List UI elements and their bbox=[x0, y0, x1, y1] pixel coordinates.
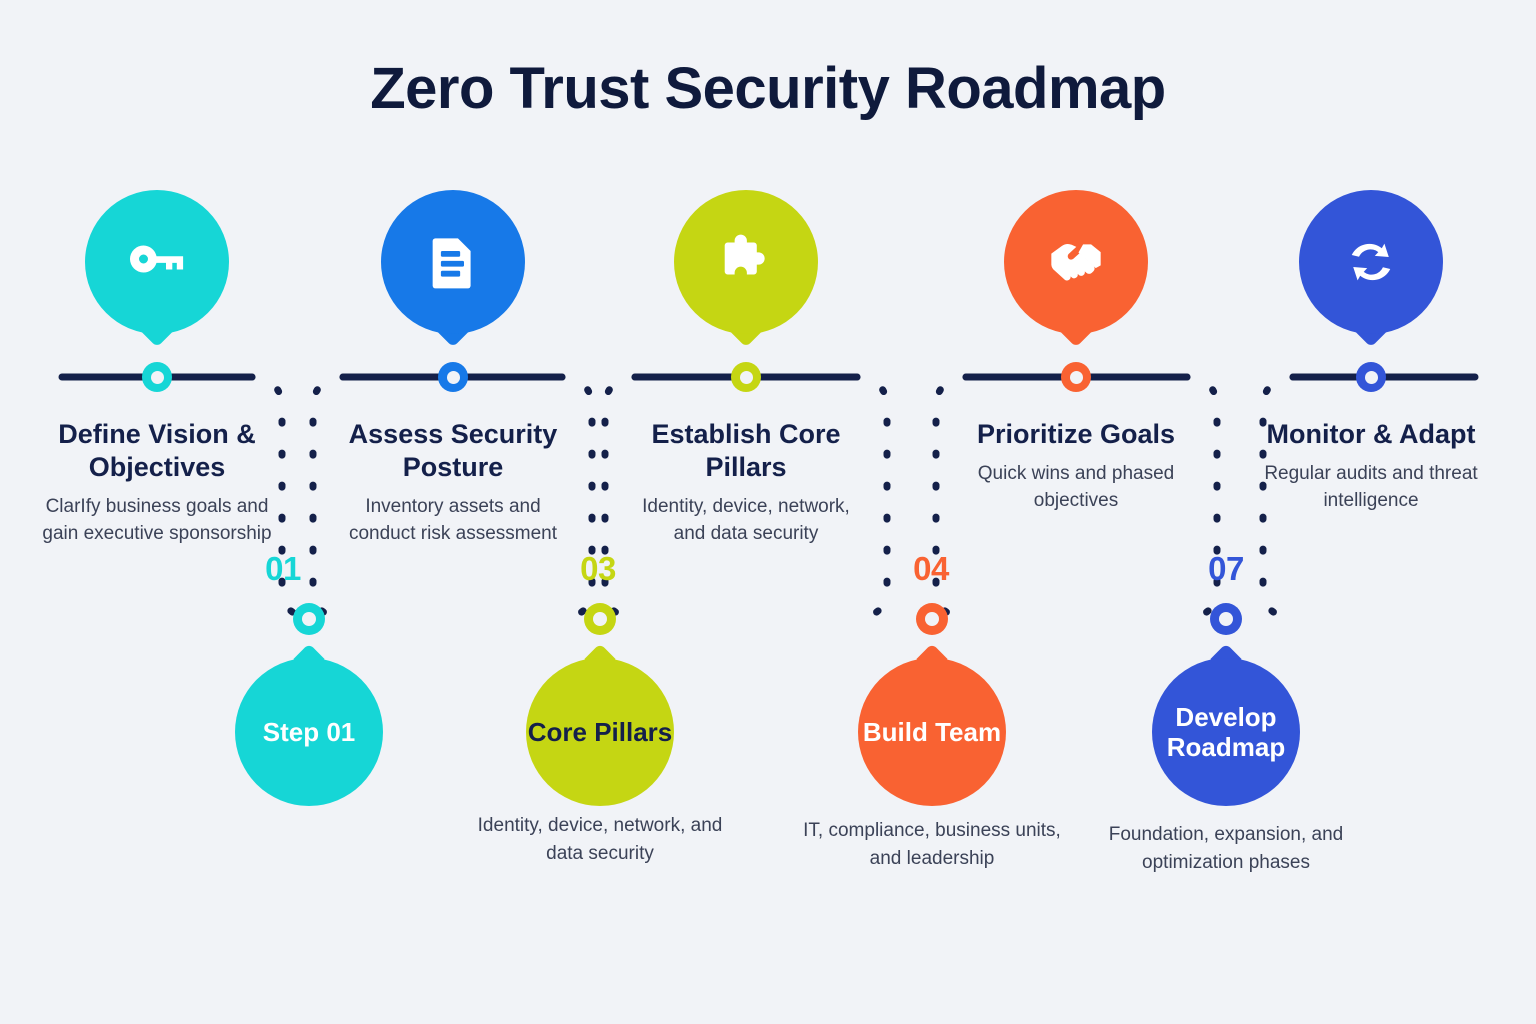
node-ring-5 bbox=[1356, 362, 1386, 392]
bubble-disc: Core Pillars bbox=[526, 658, 674, 806]
pin-disc bbox=[1004, 190, 1148, 334]
page-title: Zero Trust Security Roadmap bbox=[370, 56, 1166, 121]
bubble-disc: Step 01 bbox=[235, 658, 383, 806]
bubble-disc: Build Team bbox=[858, 658, 1006, 806]
step-badge-2[interactable] bbox=[381, 190, 525, 348]
bubble-ring-1 bbox=[293, 603, 325, 635]
step-heading: Monitor & Adapt bbox=[1266, 419, 1476, 449]
pin-disc bbox=[85, 190, 229, 334]
step-number-03: 03 bbox=[580, 550, 616, 587]
step-body: Inventory assets and conduct risk assess… bbox=[348, 495, 558, 544]
node-ring-2 bbox=[438, 362, 468, 392]
bubble-label: Core Pillars bbox=[527, 716, 673, 747]
step-column-5: Monitor & Adapt Regular audits and threa… bbox=[1256, 418, 1486, 515]
outcome-bubble-3[interactable]: Build Team bbox=[858, 643, 1006, 806]
step-heading: Assess Security Posture bbox=[348, 419, 558, 482]
step-heading: Establish Core Pillars bbox=[651, 419, 841, 482]
outcome-bubble-2[interactable]: Core Pillars bbox=[526, 643, 674, 806]
step-heading: Prioritize Goals bbox=[976, 419, 1176, 449]
pin-disc bbox=[674, 190, 818, 334]
key-icon bbox=[130, 245, 184, 273]
step-column-4: Prioritize Goals Quick wins and phased o… bbox=[961, 418, 1191, 515]
document-icon bbox=[432, 238, 471, 289]
refresh-icon bbox=[1351, 243, 1391, 281]
bubble-ring-2 bbox=[584, 603, 616, 635]
outcome-caption-2: Identity, device, network, and data secu… bbox=[477, 815, 723, 864]
step-badge-4[interactable] bbox=[1004, 190, 1148, 348]
step-body: Quick wins and phased objectives bbox=[977, 462, 1175, 511]
step-badge-3[interactable] bbox=[674, 190, 818, 348]
bubble-ring-4 bbox=[1210, 603, 1242, 635]
step-body: Identity, device, network, and data secu… bbox=[642, 495, 850, 544]
node-ring-4 bbox=[1061, 362, 1091, 392]
step-column-1: Define Vision & Objectives ClarIfy busin… bbox=[42, 418, 272, 548]
bubble-ring-3 bbox=[916, 603, 948, 635]
pin-disc bbox=[381, 190, 525, 334]
step-heading: Define Vision & Objectives bbox=[58, 419, 256, 482]
bubble-label: Develop Roadmap bbox=[1166, 701, 1286, 762]
outcome-bubble-4[interactable]: Develop Roadmap bbox=[1152, 643, 1300, 806]
step-number-01: 01 bbox=[265, 550, 301, 587]
step-column-3: Establish Core Pillars Identity, device,… bbox=[631, 418, 861, 548]
bubble-disc: Develop Roadmap bbox=[1152, 658, 1300, 806]
step-body: Regular audits and threat intelligence bbox=[1264, 462, 1478, 511]
bubble-label: Step 01 bbox=[262, 716, 356, 747]
bubble-label: Build Team bbox=[862, 716, 1002, 747]
step-badge-5[interactable] bbox=[1299, 190, 1443, 348]
node-ring-3 bbox=[731, 362, 761, 392]
node-ring-1 bbox=[142, 362, 172, 392]
puzzle-icon bbox=[724, 234, 765, 275]
step-number-04: 04 bbox=[913, 550, 949, 587]
step-body: ClarIfy business goals and gain executiv… bbox=[42, 495, 272, 544]
step-column-2: Assess Security Posture Inventory assets… bbox=[338, 418, 568, 548]
outcome-caption-3: IT, compliance, business units, and lead… bbox=[803, 820, 1061, 869]
outcome-bubble-1[interactable]: Step 01 bbox=[235, 643, 383, 806]
outcome-caption-4: Foundation, expansion, and optimization … bbox=[1108, 824, 1344, 873]
step-number-07: 07 bbox=[1208, 550, 1244, 587]
pin-disc bbox=[1299, 190, 1443, 334]
handshake-icon bbox=[1051, 244, 1101, 281]
step-badge-1[interactable] bbox=[85, 190, 229, 348]
